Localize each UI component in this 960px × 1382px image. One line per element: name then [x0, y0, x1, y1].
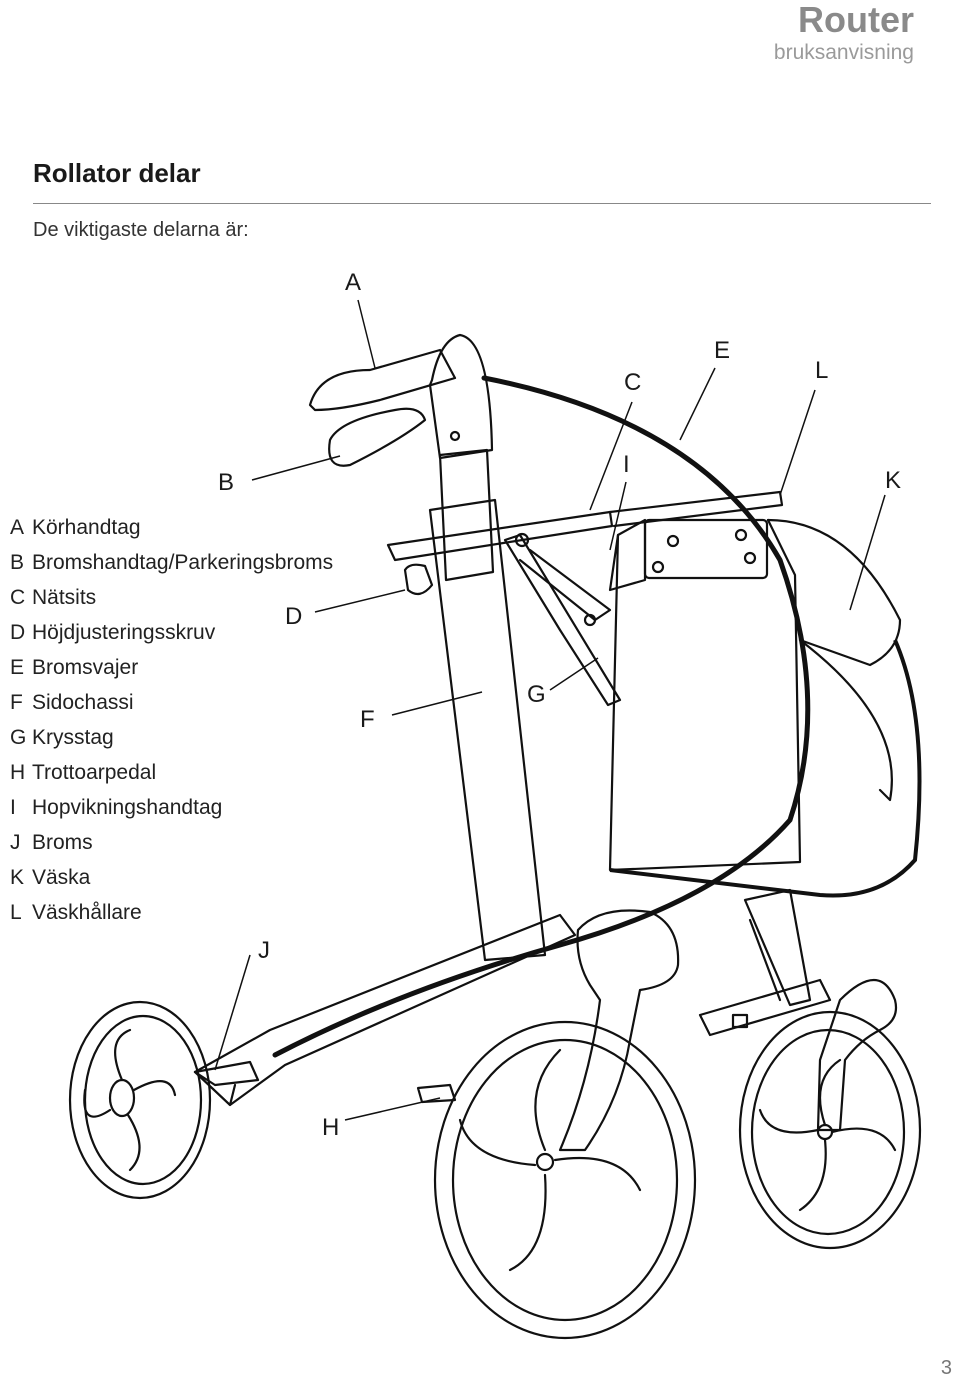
legend-item: D Höjdjusteringsskruv	[10, 615, 333, 650]
leader-J	[214, 954, 251, 1071]
brake-cable-rear	[609, 639, 922, 898]
seat-bar	[386, 510, 614, 562]
legend-key: J	[10, 831, 21, 854]
callout-D: D	[285, 603, 302, 630]
brake-lever	[328, 407, 427, 467]
legend-label: Bromshandtag/Parkeringsbroms	[32, 551, 334, 574]
legend-item: H Trottoarpedal	[10, 755, 333, 790]
leader-B	[251, 455, 341, 481]
callout-F: F	[360, 706, 375, 733]
right-front-wheel	[738, 1010, 922, 1250]
height-screw	[403, 563, 434, 596]
lower-frame	[193, 913, 577, 1107]
leader-K	[849, 494, 886, 611]
legend-item: A Körhandtag	[10, 510, 333, 545]
product-title: Router	[798, 0, 914, 40]
left-front-rim	[451, 1038, 679, 1322]
leader-E	[679, 367, 716, 441]
legend-item: L Väskhållare	[10, 895, 333, 930]
leader-D	[314, 589, 406, 613]
brake-cable	[272, 375, 811, 1058]
section-title: Rollator delar	[33, 158, 201, 188]
right-front-rim	[750, 1028, 906, 1236]
callout-B: B	[218, 469, 234, 496]
right-fork	[816, 978, 898, 1132]
legend-key: I	[10, 796, 16, 819]
handle-grip	[308, 348, 457, 412]
callout-E: E	[714, 337, 730, 364]
legend-label: Hopvikningshandtag	[32, 796, 223, 819]
callout-C: C	[624, 369, 641, 396]
left-front-wheel	[433, 1020, 697, 1340]
leader-F	[391, 691, 483, 716]
side-chassis	[428, 498, 547, 962]
callout-A: A	[345, 269, 361, 296]
callout-J: J	[258, 937, 270, 964]
left-rear-wheel-rim	[83, 1014, 203, 1186]
legend-item: B Bromshandtag/Parkeringsbroms	[10, 545, 333, 580]
legend-key: K	[10, 866, 25, 889]
callout-I: I	[623, 451, 630, 478]
bag	[608, 518, 802, 872]
legend-item: C Nätsits	[10, 580, 333, 615]
legend-item: I Hopvikningshandtag	[10, 790, 333, 825]
left-rear-hub	[108, 1078, 136, 1118]
height-adjust-tube	[438, 448, 495, 582]
callout-labels: A B C D E F G H I J K L	[218, 269, 901, 1141]
brand-header: Router bruksanvisning	[774, 0, 914, 66]
callout-lines	[214, 299, 886, 1121]
left-fork	[558, 909, 680, 1152]
legend-key: C	[10, 586, 26, 609]
legend-label: Sidochassi	[32, 691, 134, 714]
legend-item: K Väska	[10, 860, 333, 895]
leader-I	[609, 481, 627, 551]
handle-post-top	[428, 333, 494, 460]
callout-G: G	[527, 681, 546, 708]
legend-key: F	[10, 691, 23, 714]
section-intro: De viktigaste delarna är:	[33, 219, 249, 241]
callout-K: K	[885, 467, 901, 494]
left-front-spokes	[458, 1048, 642, 1272]
brake-block	[193, 1060, 260, 1087]
legend-item: J Broms	[10, 825, 333, 860]
legend-label: Nätsits	[32, 586, 97, 609]
legend-key: B	[10, 551, 25, 574]
legend-key: A	[10, 516, 25, 539]
leader-A	[357, 299, 376, 369]
leader-H	[344, 1097, 441, 1121]
legend-label: Höjdjusteringsskruv	[32, 621, 216, 644]
page-number: 3	[940, 1357, 952, 1379]
leader-L	[779, 389, 816, 496]
right-front-spokes	[758, 1058, 897, 1212]
legend-item: E Bromsvajer	[10, 650, 333, 685]
left-rear-spokes	[83, 1028, 177, 1172]
legend-label: Körhandtag	[32, 516, 141, 539]
callout-H: H	[322, 1114, 339, 1141]
legend-label: Broms	[32, 831, 93, 854]
legend-key: E	[10, 656, 25, 679]
legend-item: F Sidochassi	[10, 685, 333, 720]
curb-pedal	[416, 1083, 457, 1104]
legend-label: Krysstag	[32, 726, 114, 749]
legend-key: D	[10, 621, 26, 644]
legend-label: Bromsvajer	[32, 656, 139, 679]
legend-label: Väska	[32, 866, 91, 889]
parts-legend: A Körhandtag B Bromshandtag/Parkeringsbrom…	[10, 510, 333, 930]
product-subtitle: bruksanvisning	[773, 41, 914, 64]
legend-label: Trottoarpedal	[32, 761, 157, 784]
legend-label: Väskhållare	[32, 901, 142, 924]
rollator-frame	[68, 333, 922, 1340]
bag-side	[766, 518, 902, 667]
legend-key: G	[10, 726, 27, 749]
leader-C	[589, 401, 633, 511]
legend-key: L	[10, 901, 22, 924]
callout-L: L	[815, 357, 828, 384]
leader-G	[549, 657, 599, 691]
legend-key: H	[10, 761, 26, 784]
left-rear-wheel	[68, 1000, 212, 1200]
divider	[33, 203, 931, 204]
